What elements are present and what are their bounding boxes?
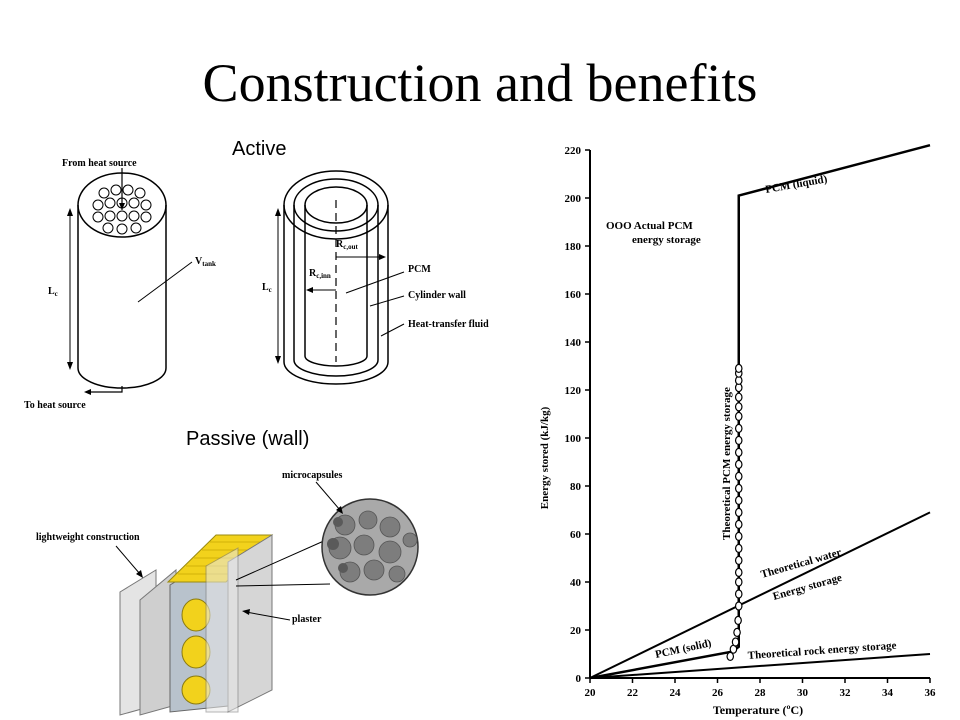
actual-pcm-point [734,447,743,457]
v-tank-label: Vtank [195,256,216,268]
series-line-2 [589,653,931,679]
actual-pcm-point [734,423,743,433]
construction-diagrams: From heat source Lc Vtank To heat source… [24,158,489,716]
page-title: Construction and benefits [202,53,758,113]
actual-pcm-point [734,459,743,469]
y-tick-label: 200 [565,193,582,205]
lc-right-label: Lc [262,282,272,294]
rc-inn-label: Rc,inn [309,268,331,280]
actual-pcm-label-1: OOO Actual PCM [606,220,693,232]
x-tick-label: 26 [712,687,724,699]
actual-pcm-point [734,392,743,402]
y-tick-label: 140 [565,337,582,349]
actual-pcm-point [734,577,743,587]
actual-pcm-point [734,543,743,553]
theoretical-pcm-label: Theoretical PCM energy storage [721,387,733,540]
rc-out-label: Rc,out [336,239,358,251]
y-axis-ticks: 0 20 40 60 80 100 120 140 160 180 200 220 [565,145,590,685]
tank-diagram: From heat source Lc Vtank To heat source [24,158,216,411]
cylinder-diagram [283,170,389,385]
y-tick-label: 160 [565,289,582,301]
microcapsules-label: microcapsules [282,470,342,481]
actual-pcm-point [734,483,743,493]
to-heat-source-label: To heat source [24,400,86,411]
actual-pcm-point [733,627,741,637]
x-tick-label: 34 [882,687,894,699]
actual-pcm-point [734,363,743,373]
pcm-liquid-label: PCM (liquid) [764,173,828,196]
actual-pcm-point [734,507,743,517]
actual-pcm-point [734,555,743,565]
x-axis-ticks: 20 22 24 26 28 30 32 34 36 [585,678,937,699]
y-tick-label: 40 [570,577,582,589]
active-caption: Active [232,138,287,160]
actual-pcm-point [734,435,743,445]
y-tick-label: 100 [565,433,582,445]
actual-pcm-points [726,363,743,662]
actual-pcm-point [734,411,743,421]
actual-pcm-point [734,519,743,529]
lc-left-label: Lc [48,286,58,298]
series-line-1 [589,511,931,679]
plaster-label: plaster [292,614,322,625]
actual-pcm-point [734,495,743,505]
wall-diagram: microcapsules lightweight construction p… [36,470,419,716]
heat-transfer-fluid-label: Heat-transfer fluid [408,319,489,330]
cylinder-annotations: Lc Rc,out Rc,inn PCM Cylinder wall Heat-… [262,208,489,364]
water-label-2: Energy storage [772,572,844,603]
passive-caption: Passive (wall) [186,428,310,450]
x-tick-label: 22 [627,687,639,699]
from-heat-source-label: From heat source [62,158,137,169]
x-tick-label: 36 [925,687,937,699]
x-axis-label: Temperature (ºC) [713,703,803,717]
x-tick-label: 28 [755,687,767,699]
actual-pcm-point [734,589,743,599]
series-line-0 [589,143,931,680]
y-tick-label: 20 [570,625,582,637]
actual-pcm-point [731,637,740,647]
actual-pcm-point [734,567,743,577]
y-tick-label: 220 [565,145,582,157]
x-tick-label: 30 [797,687,809,699]
actual-pcm-point [726,651,735,662]
actual-pcm-label-2: energy storage [632,234,701,246]
x-tick-label: 32 [840,687,852,699]
actual-pcm-point [734,402,743,412]
chart-series [589,143,931,680]
x-tick-label: 24 [670,687,682,699]
actual-pcm-point [734,531,743,541]
actual-pcm-point [734,471,743,481]
y-tick-label: 0 [576,673,582,685]
x-tick-label: 20 [585,687,597,699]
lightweight-construction-label: lightweight construction [36,532,140,543]
pcm-label: PCM [408,264,431,275]
y-tick-label: 80 [570,481,582,493]
y-tick-label: 120 [565,385,582,397]
y-tick-label: 60 [570,529,582,541]
y-axis-label: Energy stored (kJ/kg) [539,406,551,509]
cylinder-wall-label: Cylinder wall [408,290,466,301]
actual-pcm-point [734,615,742,625]
actual-pcm-point [734,601,743,611]
y-tick-label: 180 [565,241,582,253]
tube-bundle [92,184,152,235]
